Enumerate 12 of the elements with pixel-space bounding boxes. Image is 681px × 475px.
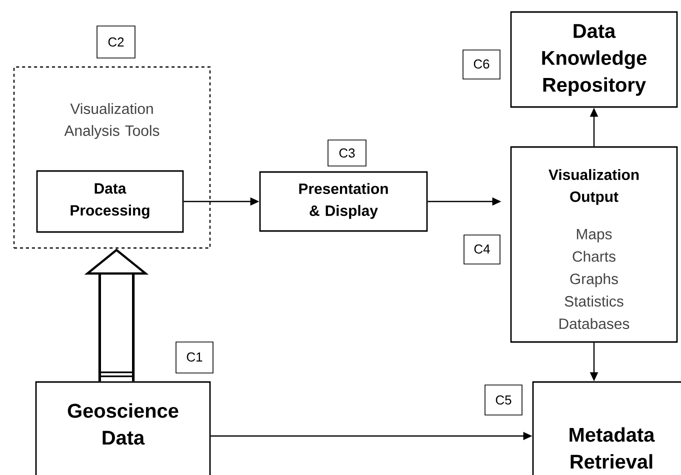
tag-box: C5 [484, 384, 522, 416]
process-box: Geoscience Data [35, 381, 211, 475]
tag-box: C3 [328, 140, 366, 166]
tag-box: C2 [96, 26, 136, 58]
output-box: Visualization Output Maps Charts Graphs Statistics Databases [510, 146, 678, 343]
tag-box: C4 [464, 234, 500, 264]
process-box: Data Processing [36, 170, 184, 233]
tag-box: C1 [176, 342, 214, 374]
tag-box: C6 [462, 50, 500, 80]
process-box: Metadata Retrieval [532, 381, 681, 475]
process-box: Presentation & Display [259, 171, 428, 232]
process-box: Data Knowledge Repository [510, 11, 678, 108]
